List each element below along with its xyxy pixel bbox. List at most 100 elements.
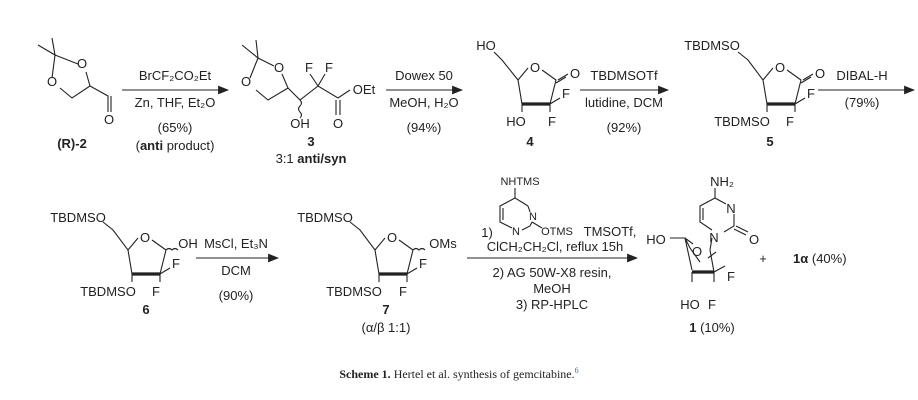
reaction-step-5: MsCl, Et₃N DCM (90%) [196, 236, 280, 303]
scheme-text: 7 [382, 302, 389, 317]
scheme-text: F [807, 86, 815, 101]
scheme-text: F [305, 60, 313, 75]
scheme-text: MeOH [533, 281, 571, 296]
scheme-text: TBDMSOTf [590, 68, 658, 83]
scheme-text: HO [506, 114, 526, 129]
scheme-text: HO [646, 232, 666, 247]
scheme-text: Zn, THF, Et₂O [135, 95, 216, 110]
scheme-text: F [708, 297, 716, 312]
scheme-text: F [419, 256, 427, 271]
scheme-text: NH₂ [710, 174, 734, 189]
scheme-text: OMs [429, 236, 457, 251]
compound-1: NH₂ N N O HO O F HO F 1 (10%) [646, 174, 759, 335]
scheme-text: product [167, 138, 211, 153]
scheme-text: 2) AG 50W-X8 resin, [493, 265, 612, 280]
compound-r2: O O O (R)-2 [37, 37, 114, 151]
reaction-scheme: O O O (R)-2 BrCF₂CO₂Et Zn, THF, Et₂O (65… [37, 37, 916, 335]
scheme-text: TBDMSO [80, 284, 136, 299]
scheme-text: TBDMSO [297, 210, 353, 225]
scheme-text: O [692, 244, 702, 259]
caption-text: Hertel et al. synthesis of gemcitabine. [393, 367, 575, 381]
scheme-text: + [759, 251, 767, 266]
scheme-text: MsCl, Et₃N [204, 236, 268, 251]
scheme-text: (90%) [219, 288, 254, 303]
caption-reference-link[interactable]: 6 [574, 366, 579, 375]
scheme-text: O [775, 60, 785, 75]
svg-text:1 (10%): 1 (10%) [689, 320, 735, 335]
scheme-text: F [172, 256, 180, 271]
scheme-text: MeOH, H₂O [389, 95, 458, 110]
scheme-text: (40%) [812, 251, 847, 266]
scheme-text: F [562, 86, 570, 101]
scheme-text: 3) RP-HPLC [516, 297, 588, 312]
scheme-text: F [727, 269, 735, 284]
scheme-text: O [530, 60, 540, 75]
scheme-text: O [749, 232, 759, 247]
scheme-text: TMSOTf, [584, 224, 637, 239]
compound-7: TBDMSO O OMs F TBDMSO F 7 (α/β 1:1) [297, 210, 457, 335]
scheme-text: (94%) [407, 120, 442, 135]
scheme-text: lutidine, DCM [585, 95, 663, 110]
figure-caption: Scheme 1. Hertel et al. synthesis of gem… [0, 366, 918, 382]
reaction-step-6: NHTMS N N OTMS 1) TMSOTf, ClCH₂CH₂Cl, re… [467, 176, 639, 312]
reaction-step-1: BrCF₂CO₂Et Zn, THF, Et₂O (65%) (anti pro… [122, 68, 230, 153]
scheme-text: O [140, 230, 150, 245]
scheme-text: OH [178, 236, 198, 251]
scheme-text: TBDMSO [326, 284, 382, 299]
compound-4: HO O O F HO F 4 [476, 38, 580, 149]
scheme-text: O [333, 116, 343, 131]
atom-label: O [77, 56, 87, 71]
scheme-text: N [512, 226, 520, 238]
scheme-text: NHTMS [500, 176, 539, 188]
scheme-text: (79%) [845, 95, 880, 110]
scheme-text: (10%) [700, 320, 735, 335]
scheme-text: O [387, 230, 397, 245]
compound-1-alpha: + 1α (40%) [759, 251, 846, 266]
scheme-text: F [399, 284, 407, 299]
scheme-text: N [709, 230, 718, 245]
reaction-step-2: Dowex 50 MeOH, H₂O (94%) [386, 68, 464, 135]
scheme-text: F [325, 60, 333, 75]
scheme-text: N [529, 211, 537, 223]
atom-label: O [47, 74, 57, 89]
scheme-text: (92%) [607, 120, 642, 135]
scheme-text: HO [680, 297, 700, 312]
scheme-text: 3 [307, 134, 314, 149]
scheme-text: HO [476, 38, 496, 53]
scheme-text: F [786, 114, 794, 129]
scheme-text: ClCH₂CH₂Cl, reflux 15h [487, 239, 624, 254]
compound-6: TBDMSO O OH F TBDMSO F 6 [50, 210, 198, 317]
scheme-text: 1 [689, 320, 696, 335]
scheme-text: 4 [526, 134, 534, 149]
scheme-text: O [570, 66, 580, 81]
scheme-text: (α/β 1:1) [362, 320, 411, 335]
scheme-text: TBDMSO [684, 38, 740, 53]
scheme-text: 1α [793, 251, 808, 266]
scheme-text: 1) [481, 225, 493, 240]
scheme-text: DCM [221, 263, 251, 278]
scheme-text: O [274, 60, 284, 75]
reaction-step-3: TBDMSOTf lutidine, DCM (92%) [580, 68, 670, 135]
scheme-text: Dowex 50 [395, 68, 453, 83]
scheme-text: DIBAL-H [836, 68, 887, 83]
scheme-text: F [548, 114, 556, 129]
scheme-text: BrCF₂CO₂Et [139, 68, 212, 83]
svg-text:(anti product): (anti product) [136, 138, 215, 153]
scheme-text: OTMS [541, 226, 573, 238]
scheme-text: TBDMSO [714, 114, 770, 129]
svg-text:1α (40%): 1α (40%) [793, 251, 847, 266]
caption-label: Scheme 1. [339, 367, 391, 381]
scheme-text: 6 [142, 302, 149, 317]
scheme-text: F [152, 284, 160, 299]
atom-label: O [104, 112, 114, 127]
scheme-text: N [726, 201, 735, 216]
scheme-text: TBDMSO [50, 210, 106, 225]
compound-note: 3:1 anti/syn [276, 151, 347, 166]
scheme-text: OH [290, 116, 310, 131]
compound-3: O O F F OEt OH O 3 3:1 anti/syn [241, 39, 376, 166]
scheme-text: anti [140, 138, 163, 153]
scheme-text: 5 [766, 134, 773, 149]
scheme-text: O [815, 66, 825, 81]
scheme-text: (65%) [158, 120, 193, 135]
scheme-text: O [241, 74, 251, 89]
